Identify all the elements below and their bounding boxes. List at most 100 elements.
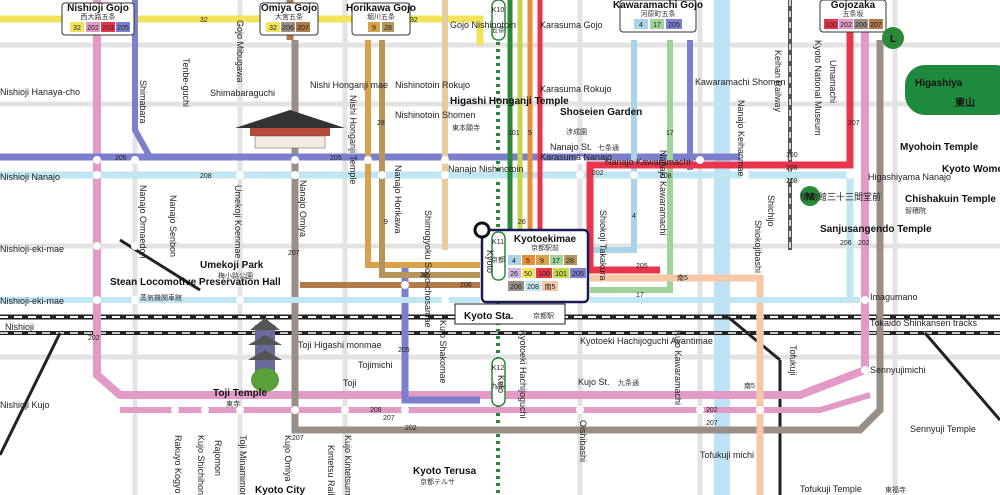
svg-text:東山: 東山 bbox=[955, 96, 975, 109]
label-nishioji-kujo: Nishioji Kujo bbox=[0, 400, 50, 410]
route-badge: 4 bbox=[639, 22, 643, 29]
station-horikawa-gojo[interactable]: Horikawa Gojo 堀川五条 9 28 bbox=[346, 2, 416, 36]
route-badge: 17 bbox=[653, 22, 661, 29]
svg-text:Kyoto National Museum: Kyoto National Museum bbox=[813, 40, 823, 136]
svg-text:208: 208 bbox=[527, 284, 539, 291]
kyoto-station-label[interactable]: Kyoto Sta. 京都駅 bbox=[454, 303, 566, 325]
route-9-line bbox=[365, 40, 480, 268]
subway-kyoto-marker[interactable]: K11 京都 bbox=[491, 231, 506, 281]
label-chishakuin: Chishakuin Temple bbox=[905, 194, 996, 205]
svg-text:M: M bbox=[806, 192, 814, 203]
route-badge: 100 bbox=[825, 22, 837, 29]
svg-text:Kujo Omiya: Kujo Omiya bbox=[283, 435, 293, 482]
svg-text:Shiokojibashi: Shiokojibashi bbox=[753, 220, 763, 273]
label-kyoto-terusa: Kyoto Terusa bbox=[413, 466, 477, 477]
svg-text:Nanajo Omiya: Nanajo Omiya bbox=[298, 180, 308, 237]
station-kawaramachi-gojo[interactable]: Kawaramachi Gojo 河原町五条 4 17 205 bbox=[613, 0, 703, 33]
svg-text:28: 28 bbox=[377, 120, 385, 127]
svg-text:Rajomon: Rajomon bbox=[213, 440, 223, 476]
svg-text:京都: 京都 bbox=[491, 255, 505, 264]
route-badge: 28 bbox=[384, 25, 392, 32]
route-202-line bbox=[93, 0, 869, 399]
route-badge: 32 bbox=[73, 25, 81, 32]
kyoto-sta-jp: 京都駅 bbox=[533, 311, 554, 320]
label-nanajo-st-jp: 七条通 bbox=[598, 143, 619, 152]
label-chishakuin-jp: 智積院 bbox=[905, 206, 926, 215]
route-minami5-line bbox=[590, 274, 764, 495]
label-kujo-st: Kujo St. bbox=[578, 377, 610, 387]
station-nishioji-gojo[interactable]: Nishioji Gojo 西大路五条 32 202 203 205 bbox=[61, 2, 135, 36]
svg-text:207: 207 bbox=[288, 250, 300, 257]
svg-text:Kujo Shakomae: Kujo Shakomae bbox=[438, 320, 448, 384]
subway-gojo-marker[interactable]: K10 五条 bbox=[491, 0, 506, 41]
svg-text:Umamachi: Umamachi bbox=[828, 60, 838, 103]
label-sanjusangendo: Sanjusangendo Temple bbox=[820, 224, 932, 235]
label-higashiyama-nanajo: Higashiyama Nanajo bbox=[868, 172, 951, 182]
kyoto-sta-en: Kyoto Sta. bbox=[464, 311, 514, 322]
label-nishinotoin-rokujo: Nishinotoin Rokujo bbox=[395, 80, 470, 90]
svg-text:100: 100 bbox=[538, 271, 550, 278]
vertical-street-labels: Shimabara Tenbe-guchi Gojo Mibugawa Nish… bbox=[138, 20, 838, 495]
svg-text:101: 101 bbox=[508, 130, 520, 137]
route-badge: 9 bbox=[372, 25, 376, 32]
station-name: Kyotoekimae bbox=[514, 234, 577, 245]
svg-text:32: 32 bbox=[200, 17, 208, 24]
svg-text:207: 207 bbox=[706, 420, 718, 427]
label-toji-higashi: Toji Higashi monmae bbox=[298, 340, 382, 350]
line-l-icon: L bbox=[882, 27, 904, 49]
svg-text:南5: 南5 bbox=[677, 273, 688, 282]
route-205-south bbox=[401, 265, 480, 404]
label-nishioji-ekimae: Nishioji-eki-mae bbox=[0, 244, 64, 254]
svg-text:5: 5 bbox=[526, 258, 530, 265]
svg-text:206: 206 bbox=[840, 240, 852, 247]
label-shoseien: Shoseien Garden bbox=[560, 107, 642, 118]
label-nishinotoin-shomen: Nishinotoin Shomen bbox=[395, 110, 476, 120]
svg-text:Rakuyo Kogyo: Rakuyo Kogyo bbox=[173, 435, 183, 494]
higashiyama-station-badge[interactable]: Higashiya 東山 bbox=[905, 65, 1000, 115]
svg-text:207: 207 bbox=[292, 435, 304, 442]
subway-kujo-marker[interactable]: K12 九条 bbox=[491, 357, 506, 407]
label-sennyuji-temple: Sennyuji Temple bbox=[910, 424, 976, 434]
nishi-honganji-temple-icon bbox=[235, 110, 345, 149]
svg-text:17: 17 bbox=[636, 292, 644, 299]
label-kawaramachi-shomen: Kawaramachi Shomen bbox=[695, 77, 786, 87]
label-nishioji: Nishioji bbox=[5, 322, 34, 332]
station-omiya-gojo[interactable]: Omiya Gojo 大宮五条 32 206 207 bbox=[259, 2, 319, 36]
svg-text:五条: 五条 bbox=[491, 25, 505, 34]
bus-stops bbox=[93, 156, 869, 414]
station-kyotoekimae[interactable]: Kyotoekimae 京都駅前 4 5 9 17 28 26 50 100 1… bbox=[473, 221, 590, 304]
svg-text:Kyoto: Kyoto bbox=[485, 250, 495, 273]
label-toji-temple: Toji Temple bbox=[213, 388, 268, 399]
label-nishioji-ekimae-2: Nishioji-eki-mae bbox=[0, 296, 64, 306]
svg-text:208: 208 bbox=[200, 173, 212, 180]
label-shimabaraguchi: Shimabaraguchi bbox=[210, 88, 275, 98]
svg-text:17: 17 bbox=[666, 130, 674, 137]
svg-text:206: 206 bbox=[786, 165, 798, 172]
svg-text:L: L bbox=[890, 34, 896, 45]
label-kyoto-terusa-jp: 京都テルサ bbox=[420, 477, 455, 486]
svg-text:9: 9 bbox=[384, 219, 388, 226]
label-gojo-nishinotoin: Gojo Nishinotoin bbox=[450, 20, 516, 30]
label-nanajo-nishinotoin: Nanajo Nishinotoin bbox=[448, 164, 524, 174]
svg-text:208: 208 bbox=[786, 178, 798, 185]
svg-text:4: 4 bbox=[512, 258, 516, 265]
label-tofukuji-temple: Tofukuji Temple bbox=[800, 484, 862, 494]
station-gojozaka[interactable]: Gojozaka 五条坂 100 202 206 207 bbox=[819, 0, 887, 33]
svg-text:32: 32 bbox=[410, 17, 418, 24]
svg-text:5: 5 bbox=[528, 130, 532, 137]
svg-text:205: 205 bbox=[636, 263, 648, 270]
route-205-west bbox=[132, 0, 153, 159]
label-karasuma-gojo: Karasuma Gojo bbox=[540, 20, 603, 30]
route-badges-row3: 206 208 南5 bbox=[508, 281, 558, 291]
svg-text:202: 202 bbox=[88, 335, 100, 342]
svg-text:Kintetsu Rail: Kintetsu Rail bbox=[326, 445, 336, 495]
label-myohoin: Myohoin Temple bbox=[900, 142, 979, 153]
svg-text:Shiokoji Takakura: Shiokoji Takakura bbox=[598, 210, 608, 280]
route-32-line bbox=[0, 15, 484, 45]
station-name-jp: 堀川五条 bbox=[367, 12, 395, 21]
svg-text:202: 202 bbox=[592, 170, 604, 177]
station-name: Nishioji Gojo bbox=[67, 3, 129, 14]
svg-text:Nanajo Senbon: Nanajo Senbon bbox=[168, 195, 178, 257]
